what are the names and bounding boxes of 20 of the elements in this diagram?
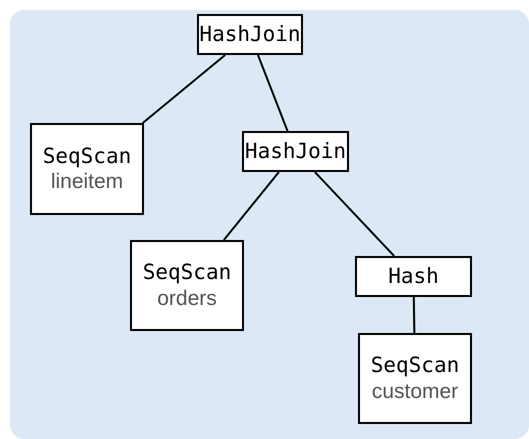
tree-edge: [223, 171, 280, 241]
operator-box: [242, 131, 349, 172]
operator-box: [355, 256, 472, 297]
operator-name: HashJoin: [199, 21, 301, 48]
operator-name: Hash: [388, 263, 439, 290]
operator-name: HashJoin: [244, 138, 346, 165]
operator-name: SeqScan: [142, 259, 232, 286]
table-name: orders: [157, 286, 217, 312]
operator-name: SeqScan: [42, 142, 132, 169]
tree-edge: [142, 54, 226, 124]
tree-edge: [257, 54, 288, 132]
table-name: lineitem: [50, 169, 124, 195]
operator-box: [358, 333, 472, 424]
tree-edge: [412, 296, 416, 334]
operator-box: [30, 123, 144, 215]
operator-box: [130, 240, 244, 331]
table-name: customer: [372, 378, 458, 404]
operator-box: [197, 14, 303, 55]
operator-name: SeqScan: [370, 352, 460, 378]
tree-edge: [314, 171, 395, 257]
